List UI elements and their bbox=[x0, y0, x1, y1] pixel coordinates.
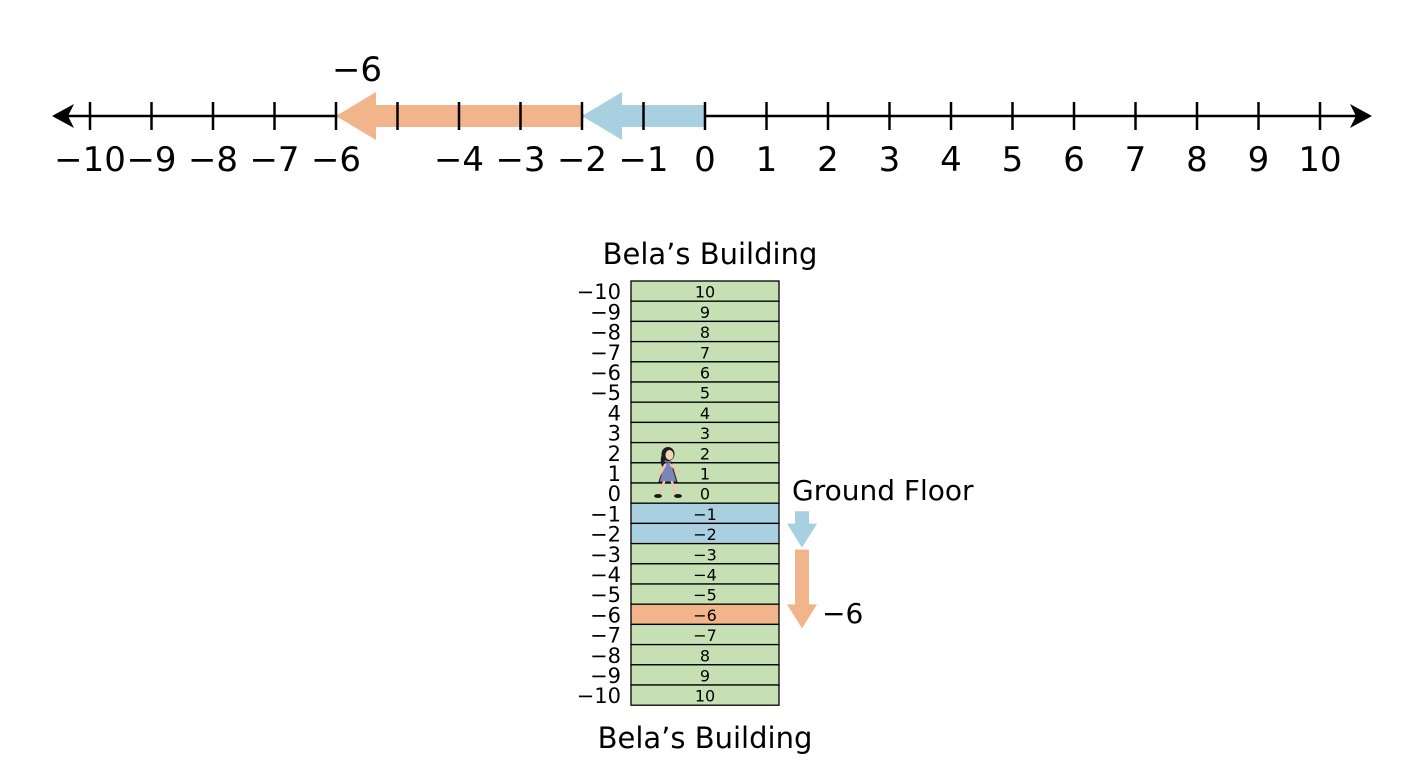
floor-side-label: −5 bbox=[590, 381, 621, 405]
floor-side-label: −7 bbox=[590, 624, 621, 648]
right-arrowhead-icon bbox=[1350, 104, 1372, 128]
walking-girl-icon bbox=[654, 447, 682, 498]
floor-side-label: −5 bbox=[590, 583, 621, 607]
floor-number: 5 bbox=[700, 384, 710, 403]
floor-cell bbox=[630, 684, 780, 706]
floor-side-label: 0 bbox=[608, 482, 621, 506]
down-move-arrow bbox=[787, 549, 817, 629]
floor-number: 1 bbox=[700, 465, 710, 484]
floor-number: 9 bbox=[700, 667, 710, 686]
floor-number: 8 bbox=[700, 646, 710, 665]
floor-number: −5 bbox=[693, 586, 717, 605]
floor-number: 10 bbox=[695, 283, 715, 302]
floor-number: −2 bbox=[693, 525, 717, 544]
tick-label: −9 bbox=[126, 140, 176, 180]
tick-label: 2 bbox=[817, 140, 839, 180]
floor-number: 3 bbox=[700, 424, 710, 443]
tick-label: −3 bbox=[495, 140, 545, 180]
floor-side-label: −2 bbox=[590, 523, 621, 547]
floor-side-label: −8 bbox=[590, 321, 621, 345]
tick-label: −8 bbox=[188, 140, 238, 180]
floor-number: −4 bbox=[693, 566, 717, 585]
floor-number: −1 bbox=[693, 505, 717, 524]
floor-number: −7 bbox=[693, 626, 717, 645]
ground-floor-label: Ground Floor bbox=[792, 474, 974, 507]
tick-label: 3 bbox=[879, 140, 901, 180]
tick-label: 9 bbox=[1248, 140, 1270, 180]
floor-number: 7 bbox=[700, 343, 710, 362]
floor-side-label: −6 bbox=[590, 361, 621, 385]
tick-label: −6 bbox=[311, 140, 361, 180]
building-result-label: −6 bbox=[822, 597, 863, 630]
tick-label: −4 bbox=[434, 140, 484, 180]
bela-building: Bela’s Building 10−109−98−87−76−65−54433… bbox=[577, 237, 974, 755]
tick-label: −2 bbox=[557, 140, 607, 180]
floor-side-label: 3 bbox=[608, 422, 621, 446]
floor-side-label: −9 bbox=[590, 300, 621, 324]
floor-number: 10 bbox=[695, 687, 715, 706]
floor-side-label: −10 bbox=[577, 684, 621, 708]
tick-label: 0 bbox=[694, 140, 716, 180]
tick-label: 10 bbox=[1298, 140, 1341, 180]
floor-side-label: −1 bbox=[590, 502, 621, 526]
floor-side-label: 2 bbox=[608, 442, 621, 466]
floor-number: 2 bbox=[700, 444, 710, 463]
building-floors: 10−109−98−87−76−65−54433221100−1−1−2−2−3… bbox=[577, 280, 780, 708]
floor-side-label: −3 bbox=[590, 543, 621, 567]
tick-label: 1 bbox=[756, 140, 778, 180]
floor-side-label: 1 bbox=[608, 462, 621, 486]
tick-label: 7 bbox=[1125, 140, 1147, 180]
floor-side-label: −7 bbox=[590, 341, 621, 365]
floor-side-label: −10 bbox=[577, 280, 621, 304]
building-title-bottom: Bela’s Building bbox=[598, 721, 813, 755]
floor-number: 6 bbox=[700, 364, 710, 383]
building-title-top: Bela’s Building bbox=[603, 237, 818, 271]
down-move-arrow bbox=[787, 511, 817, 548]
tick-label: 6 bbox=[1063, 140, 1085, 180]
floor-side-label: 4 bbox=[608, 401, 621, 425]
tick-label: −7 bbox=[249, 140, 299, 180]
number-line-ticks bbox=[88, 102, 1322, 130]
tick-label: −1 bbox=[618, 140, 668, 180]
building-down-arrows bbox=[787, 511, 817, 629]
floor-number: −3 bbox=[693, 545, 717, 564]
floor-number: 4 bbox=[700, 404, 710, 423]
floor-side-label: −9 bbox=[590, 664, 621, 688]
floor-side-label: −8 bbox=[590, 644, 621, 668]
left-arrowhead-icon bbox=[52, 104, 74, 128]
number-line-result-label: −6 bbox=[332, 50, 382, 90]
floor-number: 0 bbox=[700, 485, 710, 504]
tick-label: 4 bbox=[940, 140, 962, 180]
floor-number: 8 bbox=[700, 323, 710, 342]
floor-number: 9 bbox=[700, 303, 710, 322]
tick-label: 8 bbox=[1186, 140, 1208, 180]
floor-side-label: −6 bbox=[590, 603, 621, 627]
tick-label: 5 bbox=[1002, 140, 1024, 180]
floor-number: −6 bbox=[693, 606, 717, 625]
tick-label: −10 bbox=[54, 140, 126, 180]
floor-side-label: −4 bbox=[590, 563, 621, 587]
